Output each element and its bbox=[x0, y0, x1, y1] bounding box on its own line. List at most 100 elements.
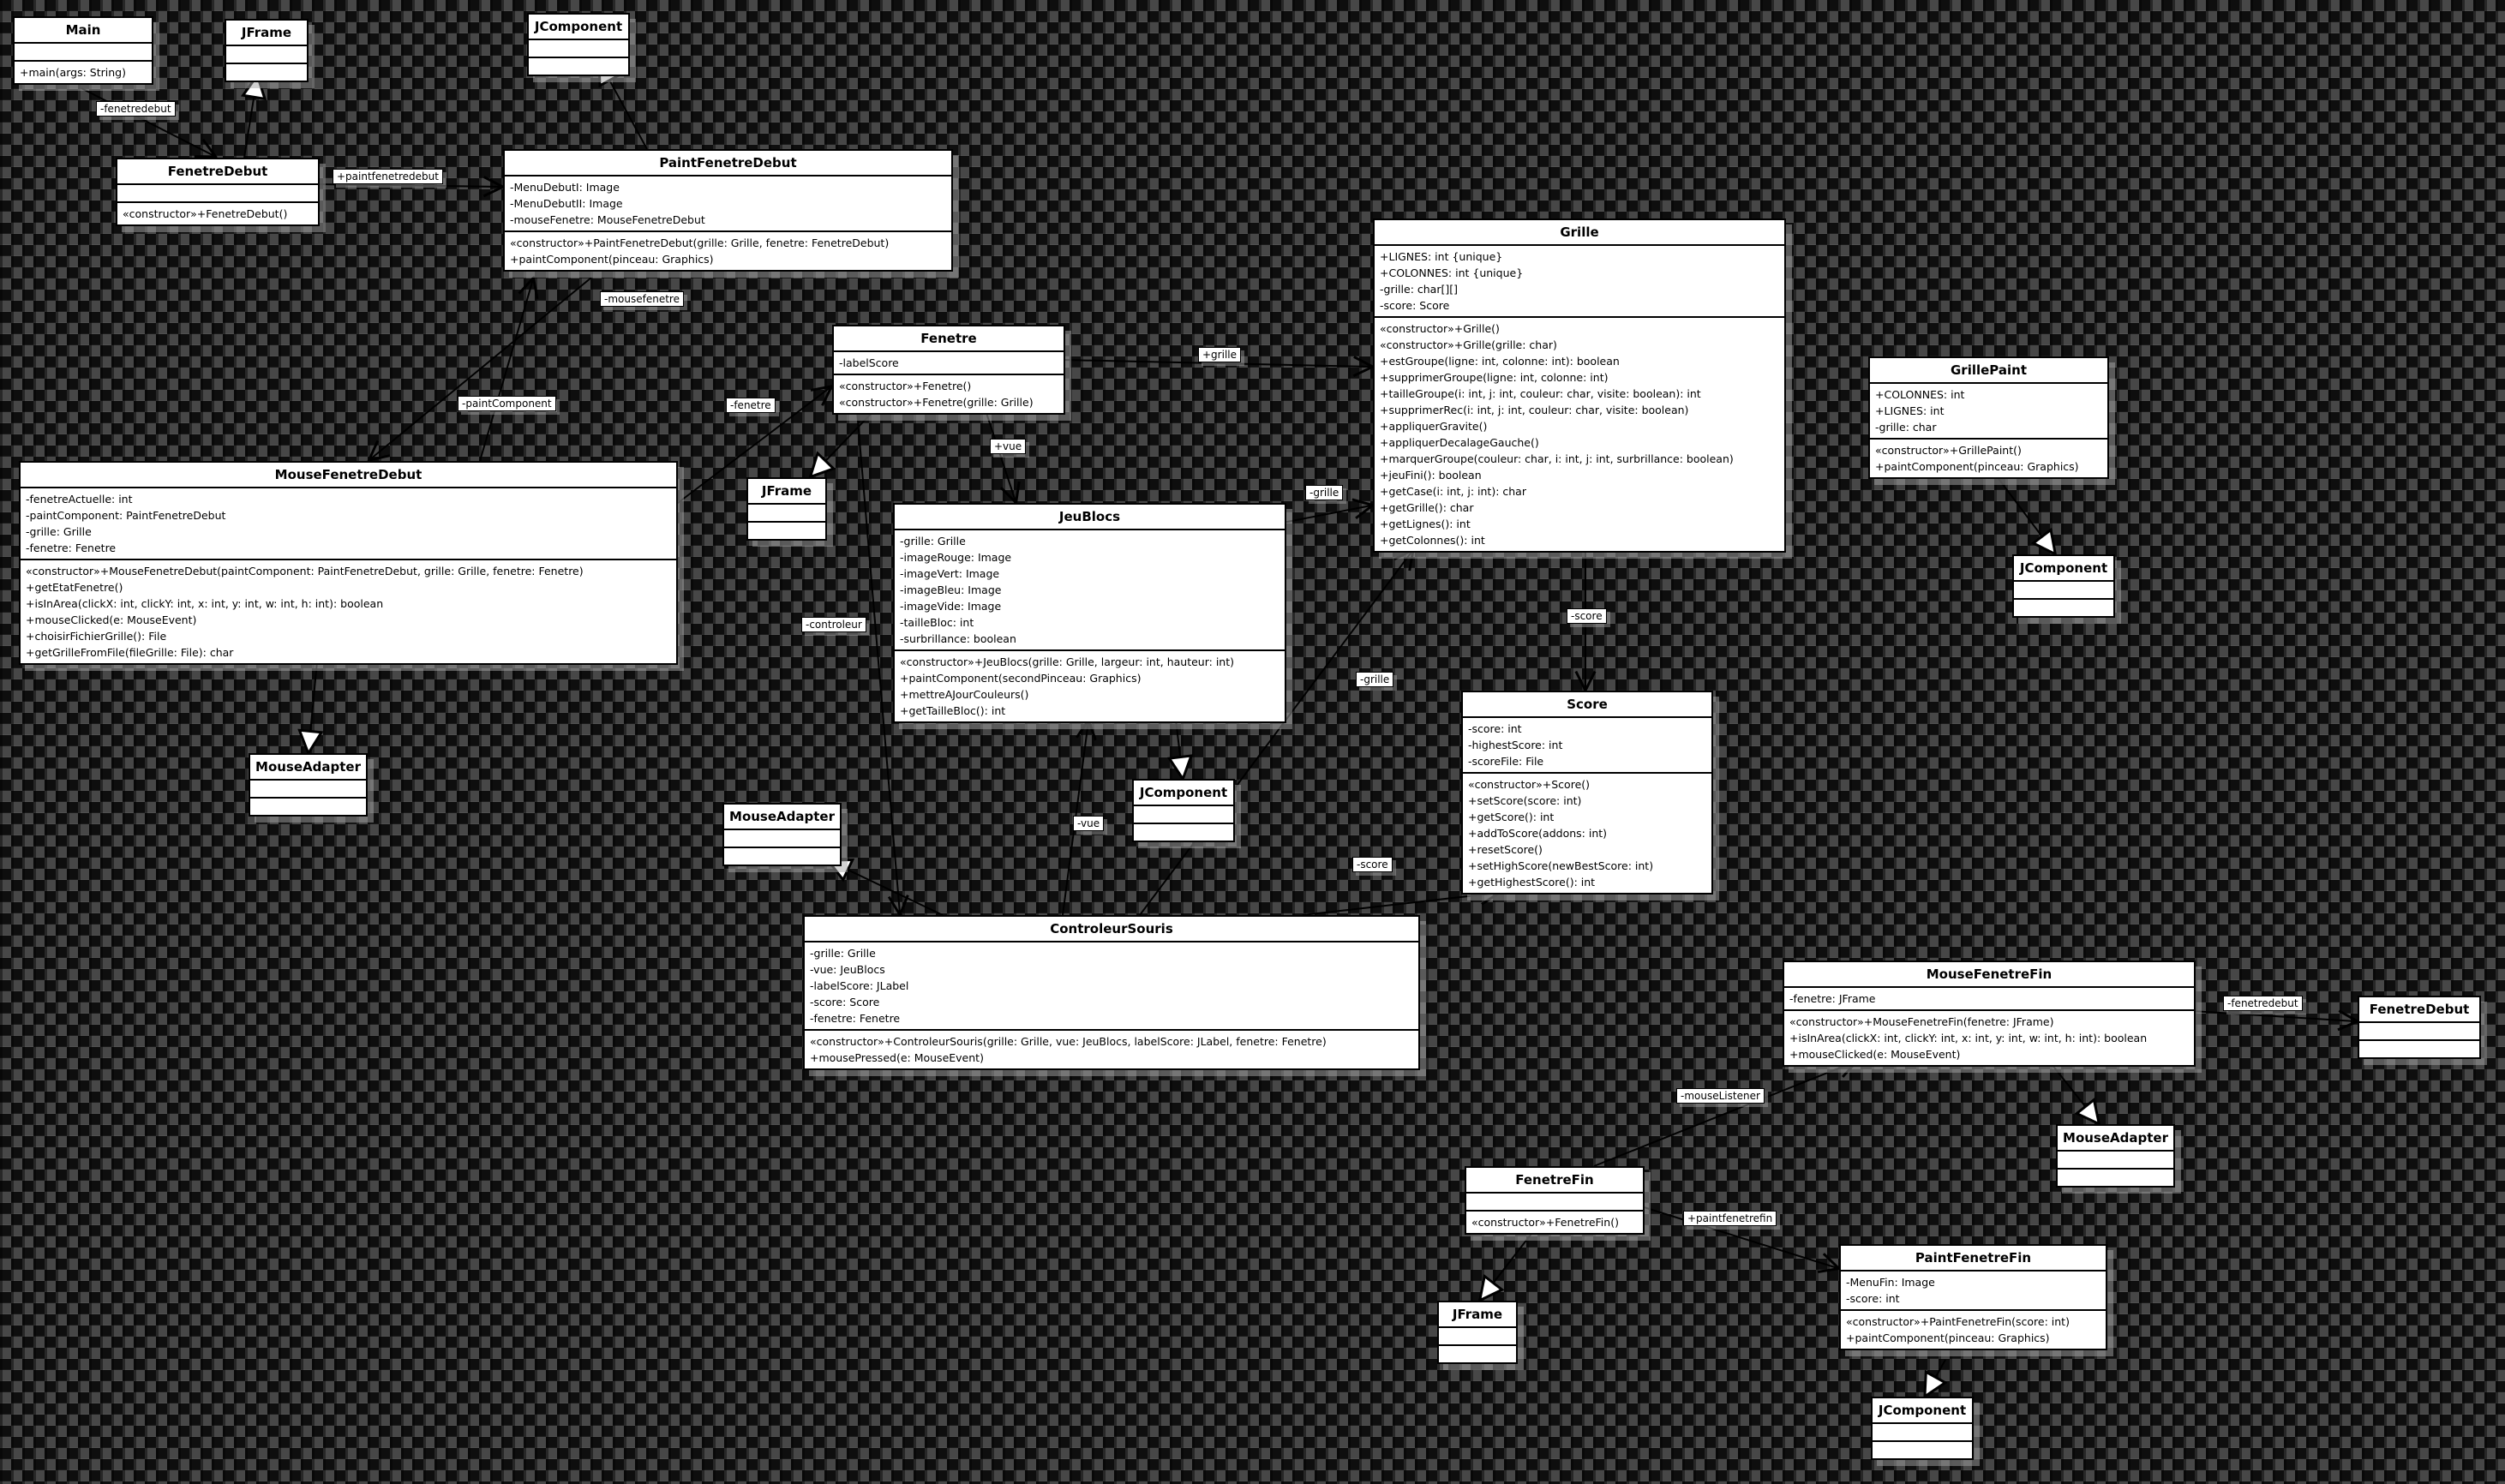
class-attribute: -score: int bbox=[1846, 1292, 1900, 1305]
connector-association[interactable] bbox=[370, 277, 592, 459]
edge-label[interactable]: +paintfenetrefin bbox=[1683, 1211, 1777, 1226]
class-mouseadapter-3[interactable]: MouseAdapter bbox=[2056, 1124, 2175, 1188]
class-attribute: -labelScore: JLabel bbox=[810, 979, 909, 992]
class-attribute: -surbrillance: boolean bbox=[900, 632, 1016, 645]
methods-section: «constructor»+MouseFenetreDebut(paintCom… bbox=[21, 560, 676, 663]
connector-inheritance[interactable] bbox=[309, 661, 317, 751]
class-method: +main(args: String) bbox=[20, 66, 126, 79]
class-attribute: -grille: char bbox=[1875, 421, 1937, 434]
connector-association[interactable] bbox=[856, 410, 900, 913]
class-method: +paintComponent(pinceau: Graphics) bbox=[510, 253, 714, 266]
connector-association[interactable] bbox=[1282, 506, 1371, 524]
class-attribute: +LIGNES: int {unique} bbox=[1380, 250, 1503, 263]
connector-inheritance[interactable] bbox=[830, 861, 944, 916]
class-jeublocs[interactable]: JeuBlocs-grille: Grille-imageRouge: Imag… bbox=[893, 503, 1286, 723]
class-grillepaint[interactable]: GrillePaint+COLONNES: int+LIGNES: int-gr… bbox=[1868, 356, 2109, 479]
connector-association[interactable] bbox=[1640, 1206, 1837, 1268]
class-fenetrefin[interactable]: FenetreFin«constructor»+FenetreFin() bbox=[1465, 1166, 1645, 1235]
connector-inheritance[interactable] bbox=[1481, 1230, 1535, 1299]
edge-label[interactable]: -grille bbox=[1356, 672, 1394, 687]
connector-inheritance[interactable] bbox=[1176, 719, 1183, 777]
class-method: +mouseClicked(e: MouseEvent) bbox=[26, 613, 197, 626]
connector-inheritance[interactable] bbox=[244, 77, 257, 159]
methods-section bbox=[529, 58, 628, 75]
edge-label[interactable]: +paintfenetredebut bbox=[333, 169, 443, 184]
class-method: «constructor»+ControleurSouris(grille: G… bbox=[810, 1035, 1327, 1048]
edge-label[interactable]: -fenetre bbox=[726, 398, 776, 413]
class-name: FenetreDebut bbox=[117, 159, 318, 185]
class-jcomponent-4[interactable]: JComponent bbox=[1871, 1397, 1974, 1460]
class-method: +marquerGroupe(couleur: char, i: int, j:… bbox=[1380, 452, 1734, 465]
connector-inheritance[interactable] bbox=[1996, 476, 2054, 553]
class-method: «constructor»+GrillePaint() bbox=[1875, 444, 2022, 457]
edge-label[interactable]: -score bbox=[1352, 857, 1393, 872]
connector-association[interactable] bbox=[2191, 1011, 2356, 1021]
edge-label[interactable]: +grille bbox=[1198, 347, 1241, 362]
methods-section: «constructor»+JeuBlocs(grille: Grille, l… bbox=[895, 651, 1285, 721]
edge-label[interactable]: -mouseListener bbox=[1676, 1088, 1765, 1104]
class-mouseadapter-1[interactable]: MouseAdapter bbox=[249, 753, 368, 817]
class-method: +getColonnes(): int bbox=[1380, 534, 1485, 547]
class-name: Main bbox=[15, 18, 152, 44]
edge-label[interactable]: -fenetredebut bbox=[96, 101, 176, 117]
class-method: +mousePressed(e: MouseEvent) bbox=[810, 1051, 984, 1064]
edge-label[interactable]: -paintComponent bbox=[458, 396, 556, 411]
connector-association[interactable] bbox=[674, 387, 830, 506]
class-name: MouseFenetreDebut bbox=[21, 463, 676, 488]
class-score[interactable]: Score-score: int-highestScore: int-score… bbox=[1461, 691, 1713, 895]
attributes-section bbox=[1439, 1328, 1516, 1346]
class-mouseadapter-2[interactable]: MouseAdapter bbox=[722, 803, 842, 866]
connector-association[interactable] bbox=[1061, 360, 1371, 367]
edge-label[interactable]: -score bbox=[1567, 608, 1607, 624]
attributes-section bbox=[226, 46, 307, 64]
class-mousefenetrefin[interactable]: MouseFenetreFin-fenetre: JFrame«construc… bbox=[1783, 960, 2196, 1067]
connector-association[interactable] bbox=[479, 279, 533, 462]
class-name: MouseAdapter bbox=[250, 755, 366, 781]
attributes-section bbox=[1873, 1424, 1972, 1442]
class-paintfenetrefin[interactable]: PaintFenetreFin-MenuFin: Image-score: in… bbox=[1839, 1244, 2107, 1350]
edge-label[interactable]: +vue bbox=[990, 439, 1027, 454]
class-jframe-2[interactable]: JFrame bbox=[746, 477, 827, 541]
class-method: «constructor»+PaintFenetreDebut(grille: … bbox=[510, 236, 890, 249]
connector-association[interactable] bbox=[1593, 1062, 1855, 1167]
attributes-section bbox=[2014, 582, 2113, 600]
edge-label[interactable]: -grille bbox=[1305, 485, 1344, 500]
connector-association[interactable] bbox=[315, 184, 501, 187]
class-method: «constructor»+Grille() bbox=[1380, 322, 1500, 335]
edge-label[interactable]: -vue bbox=[1073, 816, 1105, 831]
methods-section: «constructor»+PaintFenetreDebut(grille: … bbox=[505, 232, 951, 270]
attributes-section: -MenuDebutI: Image-MenuDebutII: Image-mo… bbox=[505, 177, 951, 232]
class-controleursouris[interactable]: ControleurSouris-grille: Grille-vue: Jeu… bbox=[803, 915, 1420, 1070]
class-mousefenetredebut[interactable]: MouseFenetreDebut-fenetreActuelle: int-p… bbox=[19, 461, 678, 665]
class-fenetredebut-2[interactable]: FenetreDebut bbox=[2358, 996, 2481, 1059]
methods-section: +main(args: String) bbox=[15, 62, 152, 83]
class-jframe-1[interactable]: JFrame bbox=[225, 19, 309, 82]
methods-section bbox=[2359, 1041, 2479, 1057]
class-name: MouseAdapter bbox=[724, 805, 840, 830]
methods-section: «constructor»+MouseFenetreFin(fenetre: J… bbox=[1784, 1011, 2194, 1065]
class-grille[interactable]: Grille+LIGNES: int {unique}+COLONNES: in… bbox=[1373, 218, 1786, 553]
class-paintfenetredebut[interactable]: PaintFenetreDebut-MenuDebutI: Image-Menu… bbox=[503, 149, 953, 272]
class-name: GrillePaint bbox=[1870, 358, 2107, 384]
connector-association[interactable] bbox=[1302, 893, 1498, 916]
class-jcomponent-1[interactable]: JComponent bbox=[527, 13, 630, 76]
class-fenetre[interactable]: Fenetre-labelScore«constructor»+Fenetre(… bbox=[832, 325, 1065, 415]
class-jcomponent-3[interactable]: JComponent bbox=[1132, 779, 1235, 842]
class-jframe-3[interactable]: JFrame bbox=[1437, 1301, 1518, 1364]
edge-label[interactable]: -mousefenetre bbox=[600, 291, 684, 307]
edge-label[interactable]: -controleur bbox=[801, 617, 866, 632]
connector-association[interactable] bbox=[81, 87, 214, 156]
connector-association[interactable] bbox=[985, 410, 1016, 501]
class-jcomponent-2[interactable]: JComponent bbox=[2012, 554, 2115, 618]
connector-association[interactable] bbox=[1139, 551, 1412, 916]
class-method: +getLignes(): int bbox=[1380, 518, 1471, 530]
edge-label[interactable]: -fenetredebut bbox=[2223, 996, 2303, 1011]
connector-inheritance[interactable] bbox=[812, 410, 875, 476]
class-method: +getTailleBloc(): int bbox=[900, 704, 1006, 717]
class-fenetredebut[interactable]: FenetreDebut«constructor»+FenetreDebut() bbox=[116, 158, 320, 226]
class-method: «constructor»+MouseFenetreDebut(paintCom… bbox=[26, 565, 584, 577]
connector-inheritance[interactable] bbox=[1926, 1359, 1945, 1395]
connector-inheritance[interactable] bbox=[2047, 1059, 2098, 1122]
class-main[interactable]: Main +main(args: String) bbox=[13, 16, 153, 85]
connector-inheritance[interactable] bbox=[600, 63, 648, 150]
